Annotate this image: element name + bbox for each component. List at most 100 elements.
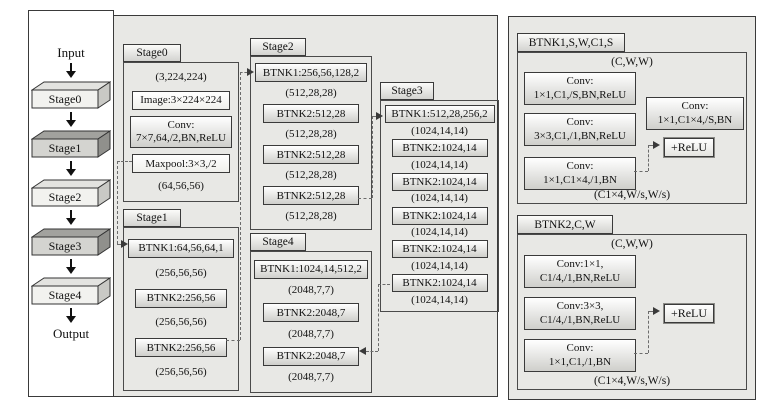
block-dim: (2048,7,7) — [288, 327, 334, 340]
block-dim: (256,56,56) — [155, 316, 207, 329]
slab-3d-icon — [31, 81, 111, 109]
block-dim: (1024,14,14) — [411, 259, 468, 272]
slab-3d-icon — [31, 277, 111, 305]
btnk-block: BTNK2:2048,7 — [263, 303, 359, 323]
btnk2-conv3-box: Conv: 1×1,C1,/1,BN — [524, 339, 636, 372]
tab-stage2: Stage2 — [250, 38, 306, 56]
slab-3d-icon — [31, 179, 111, 207]
stage2-detail-box: BTNK1:256,56,128,2 (512,28,28) BTNK2:512… — [250, 56, 372, 230]
btnk-block: BTNK2:256,56 — [135, 338, 227, 358]
btnk-block: BTNK2:256,56 — [135, 288, 227, 308]
block-dim: (512,28,28) — [285, 168, 337, 181]
conv-line: Conv: — [566, 116, 594, 128]
flow-arrow-icon — [64, 210, 78, 225]
block-dim: (1024,14,14) — [411, 124, 468, 137]
btnk-block: BTNK2:1024,14 — [391, 206, 488, 225]
block-dim: (1024,14,14) — [411, 226, 468, 238]
connector-btnk1-relu — [648, 145, 653, 146]
tab-stage0: Stage0 — [123, 44, 181, 62]
connector-stage1-to-stage2 — [240, 72, 247, 73]
block-dim: (512,28,28) — [285, 127, 337, 140]
conv-line: Conv: — [566, 75, 594, 87]
connector-btnk2-relu — [648, 311, 653, 312]
tab-btnk1: BTNK1,S,W,C1,S — [517, 33, 625, 52]
slab-3d-icon — [31, 130, 111, 158]
btnk1-output-dim: (C1×4,W/s,W/s) — [593, 189, 671, 201]
stage0-output-dim: (64,56,56) — [158, 179, 204, 192]
btnk2-conv1-box: Conv:1×1, C1/4,/1,BN,ReLU — [524, 255, 636, 288]
block-dim: (2048,7,7) — [288, 284, 334, 297]
btnk2-conv2-box: Conv:3×3, C1/4,/1,BN,ReLU — [524, 297, 636, 330]
connector-btnk2-relu — [634, 353, 648, 354]
overview-stage2-label: Stage2 — [48, 189, 82, 204]
conv-line: Conv:3×3, — [556, 300, 604, 312]
conv-line: 1×1,C1×4,/1,BN — [543, 173, 617, 186]
btnk2-add-relu-box: +ReLU — [663, 303, 715, 324]
stage3-detail-box: BTNK1:512,28,256,2 (1024,14,14) BTNK2:10… — [380, 100, 499, 312]
tab-stage4: Stage4 — [250, 233, 306, 251]
conv-line: C1/4,/1,BN,ReLU — [539, 271, 621, 284]
btnk1-conv2-box: Conv: 3×3,C1,/1,BN,ReLU — [524, 113, 636, 146]
btnk-block: BTNK2:1024,14 — [391, 274, 488, 293]
overview-stage3-label: Stage3 — [48, 238, 82, 253]
connector-stage2-to-stage3 — [372, 116, 373, 198]
stage0-input-dim: (3,224,224) — [155, 71, 207, 84]
btnk1-input-dim: (C,W,W) — [611, 56, 653, 68]
block-dim: (1024,14,14) — [411, 192, 468, 205]
tab-stage1: Stage1 — [123, 209, 181, 227]
tab-stage3: Stage3 — [380, 82, 434, 100]
conv-line: Conv:1×1, — [556, 258, 604, 270]
btnk1-structure-box: (C,W,W) Conv: 1×1,C1,/S,BN,ReLU Conv: 3×… — [517, 52, 747, 204]
connector-stage2-to-stage3 — [358, 198, 372, 199]
overview-stage1-box: Stage1 — [31, 130, 111, 158]
block-dim: (256,56,56) — [155, 266, 207, 279]
conv-line: 1×1,C1×4,/S,BN — [657, 113, 733, 126]
btnk-block: BTNK1:512,28,256,2 — [384, 105, 495, 124]
btnk-block: BTNK2:1024,14 — [391, 172, 488, 191]
connector-stage1-to-stage2 — [240, 72, 241, 340]
flow-arrow-icon — [64, 112, 78, 127]
block-dim: (256,56,56) — [155, 366, 207, 379]
overview-stage3-box: Stage3 — [31, 228, 111, 256]
overview-stage2-box: Stage2 — [31, 179, 111, 207]
block-dim: (1024,14,14) — [411, 293, 468, 306]
connector-stage1-to-stage2 — [226, 340, 240, 341]
output-label: Output — [52, 326, 90, 341]
input-label: Input — [57, 45, 85, 60]
arrowhead-icon — [653, 141, 660, 149]
btnk-block: BTNK2:1024,14 — [391, 240, 488, 259]
flow-arrow-icon — [64, 259, 78, 274]
connector-btnk1-relu — [634, 171, 648, 172]
slab-3d-icon — [31, 228, 111, 256]
block-dim: (512,28,28) — [285, 86, 337, 99]
stage0-conv-box: Conv: 7×7,64,/2,BN,ReLU — [130, 115, 232, 148]
btnk2-output-dim: (C1×4,W/s,W/s) — [593, 375, 671, 387]
overview-panel: Input Stage0 Stage1 Stage2 Stage3 Stage4… — [28, 10, 114, 397]
conv-line: 1×1,C1,/1,BN — [548, 355, 612, 368]
stage0-maxpool-box: Maxpool:3×3,/2 — [132, 154, 230, 174]
btnk-block: BTNK1:64,56,64,1 — [128, 238, 234, 258]
connector-stage0-to-stage1 — [117, 244, 122, 245]
overview-stage4-box: Stage4 — [31, 277, 111, 305]
connector-stage0-to-stage1 — [117, 161, 132, 162]
conv-line: 1×1,C1,/S,BN,ReLU — [533, 88, 627, 101]
btnk2-structure-box: (C,W,W) Conv:1×1, C1/4,/1,BN,ReLU Conv:3… — [517, 234, 747, 390]
btnk1-conv1-box: Conv: 1×1,C1,/S,BN,ReLU — [524, 72, 636, 105]
conv-line: Conv: — [681, 100, 709, 112]
conv-line: Conv: — [566, 342, 594, 354]
stage1-detail-box: BTNK1:64,56,64,1 (256,56,56) BTNK2:256,5… — [123, 227, 239, 391]
btnk2-input-dim: (C,W,W) — [611, 238, 653, 250]
btnk-block: BTNK2:512,28 — [263, 104, 359, 124]
overview-stage1-label: Stage1 — [48, 140, 82, 155]
overview-stage0-label: Stage0 — [48, 91, 82, 106]
btnk-block: BTNK2:512,28 — [263, 145, 359, 165]
conv-line: 3×3,C1,/1,BN,ReLU — [534, 129, 626, 142]
btnk-block: BTNK2:2048,7 — [263, 346, 359, 366]
btnk-block: BTNK2:1024,14 — [391, 139, 488, 158]
arrowhead-icon — [359, 347, 366, 355]
connector-btnk1-relu — [648, 145, 649, 171]
stage0-detail-box: (3,224,224) Image:3×224×224 Conv: 7×7,64… — [123, 62, 239, 202]
flow-arrow-icon — [64, 63, 78, 78]
btnk-block: BTNK1:1024,14,512,2 — [254, 259, 368, 279]
connector-stage3-to-stage4 — [366, 351, 378, 352]
